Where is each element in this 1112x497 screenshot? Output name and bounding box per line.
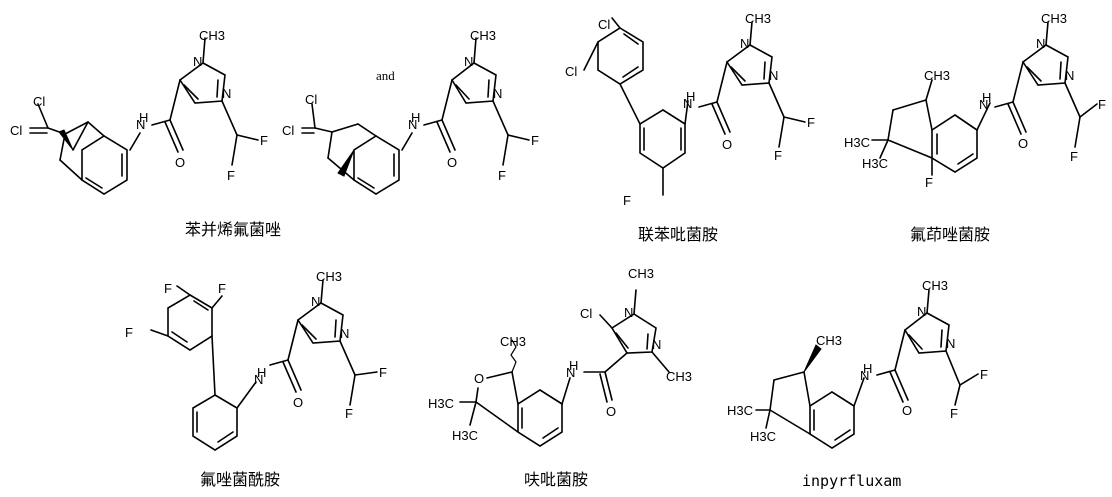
atom-ch3: CH3 [316,269,342,284]
atom-f: F [623,193,631,208]
atom-h3c: H3C [844,135,870,150]
compound-2-name: 联苯吡菌胺 [638,225,718,244]
atom-n: N [979,97,988,112]
atom-o: O [722,137,732,152]
atom-n: N [254,372,263,387]
atom-f: F [980,367,988,382]
atom-h: H [139,110,148,125]
atom-ch3: CH3 [628,266,654,281]
atom-ch3: CH3 [500,334,526,349]
compound-6-name: inpyrfluxam [802,472,901,490]
structure-bixafen [583,17,806,196]
compound-5-name: 呋吡菌胺 [524,470,588,489]
atom-n: N [683,96,692,111]
atom-cl: Cl [565,64,577,79]
atom-ch3: CH3 [470,28,496,43]
atom-n: N [769,68,778,83]
atom-h: H [257,365,266,380]
atom-ch3: CH3 [199,28,225,43]
atom-h: H [982,90,991,105]
atom-cl: Cl [598,17,610,32]
atom-ch3: CH3 [1041,11,1067,26]
compound-3-name: 氟茚唑菌胺 [910,225,990,244]
atom-n: N [1065,68,1074,83]
atom-f: F [164,281,172,296]
atom-f: F [1098,97,1106,112]
structure-fluindapyr [871,21,1098,176]
atom-o: O [175,155,185,170]
atom-n: N [340,326,349,341]
atom-n: N [222,86,231,101]
atom-h: H [863,361,872,376]
atom-f: F [379,365,387,380]
atom-h3c: H3C [727,403,753,418]
atom-o: O [1018,136,1028,151]
atom-f: F [227,168,235,183]
compound-1-name: 苯并烯氟菌唑 [185,220,281,239]
atom-f: F [774,148,782,163]
structure-furametpyr [459,289,670,447]
atom-n: N [860,368,869,383]
atom-n: N [624,305,633,320]
atom-n: N [193,54,202,69]
atom-o: O [474,371,484,386]
atom-f: F [218,281,226,296]
atom-n: N [464,54,473,69]
atom-h: H [411,110,420,125]
atom-h: H [686,89,695,104]
atom-h3c: H3C [750,429,776,444]
atom-n: N [408,117,417,132]
atom-n: N [311,294,320,309]
atom-n: N [493,86,502,101]
atom-f: F [345,406,353,421]
structure-benzovindiflupyr-a [29,37,259,195]
compound-4-name: 氟唑菌酰胺 [200,470,280,489]
atom-cl: Cl [305,92,317,107]
atom-n: N [740,36,749,51]
atom-ch3: CH3 [666,369,692,384]
atom-o: O [606,404,616,419]
atom-o: O [293,395,303,410]
atom-f: F [498,168,506,183]
atom-cl: Cl [580,306,592,321]
atom-n: N [917,304,926,319]
atom-n: N [136,117,145,132]
atom-h3c: H3C [452,428,478,443]
atom-cl: Cl [33,94,45,109]
atom-n: N [652,337,661,352]
atom-n: N [566,365,575,380]
atom-n: N [1036,36,1045,51]
atom-n: N [946,336,955,351]
structure-fluxapyroxad [150,279,378,451]
atom-ch3: CH3 [745,11,771,26]
structure-benzovindiflupyr-b [301,37,530,195]
atom-h3c: H3C [862,156,888,171]
atom-ch3: CH3 [922,278,948,293]
atom-f: F [260,133,268,148]
atom-o: O [902,403,912,418]
atom-f: F [925,175,933,190]
atom-h: H [569,358,578,373]
atom-h3c: H3C [428,396,454,411]
atom-f: F [531,133,539,148]
atom-cl: Cl [10,123,22,138]
atom-ch3: CH3 [924,68,950,83]
atom-ch3: CH3 [816,333,842,348]
atom-o: O [447,155,457,170]
atom-f: F [125,325,133,340]
atom-f: F [950,406,958,421]
and-label: and [376,68,395,83]
atom-cl: Cl [282,123,294,138]
structure-inpyrfluxam [755,289,979,449]
atom-f: F [807,115,815,130]
atom-f: F [1070,149,1078,164]
